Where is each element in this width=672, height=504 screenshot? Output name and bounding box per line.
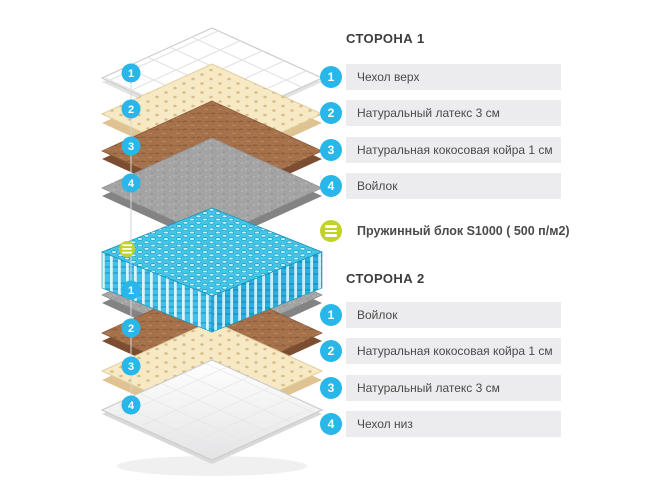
spring-coil-line xyxy=(325,229,337,233)
badge-number: 1 xyxy=(327,308,335,322)
diagram-badge-4: 4 xyxy=(121,173,141,193)
legend-row-side1-2: 2 Натуральный латекс 3 см xyxy=(320,100,561,126)
layer-number-badge: 4 xyxy=(320,413,342,435)
diagram-badge-8-num: 4 xyxy=(128,400,135,412)
diagram-badge-8: 4 xyxy=(121,395,141,415)
badge-number: 4 xyxy=(327,417,335,431)
diagram-badge-7-num: 3 xyxy=(128,361,134,373)
diagram-badge-2: 2 xyxy=(121,99,141,119)
section-title-side2: СТОРОНА 2 xyxy=(346,271,425,286)
layer-number-badge: 3 xyxy=(320,139,342,161)
badge-number: 2 xyxy=(327,344,335,358)
legend-label: Натуральная кокосовая койра 1 см xyxy=(357,143,553,157)
legend-label-bar: Чехол верх xyxy=(346,64,561,90)
legend-label-bar: Войлок xyxy=(346,173,561,199)
spring-icon xyxy=(320,220,342,242)
diagram-badge-6-num: 2 xyxy=(128,323,134,335)
legend-row-side1-3: 3 Натуральная кокосовая койра 1 см xyxy=(320,137,561,163)
diagram-badge-7: 3 xyxy=(121,356,141,376)
legend-label: Натуральная кокосовая койра 1 см xyxy=(357,344,553,358)
legend-label-bar: Чехол низ xyxy=(346,411,561,437)
diagram-badge-1: 1 xyxy=(121,63,141,83)
diagram-badge-6: 2 xyxy=(121,318,141,338)
layer-number-badge: 2 xyxy=(320,102,342,124)
legend-label-bar: Натуральный латекс 3 см xyxy=(346,375,561,401)
legend-label-bar: Натуральная кокосовая койра 1 см xyxy=(346,137,561,163)
legend-panel: СТОРОНА 1 1 Чехол верх 2 Натуральный лат… xyxy=(320,0,570,504)
legend-row-side2-1: 1 Войлок xyxy=(320,302,561,328)
legend-label: Войлок xyxy=(357,308,398,322)
legend-label: Войлок xyxy=(357,179,398,193)
legend-label: Натуральный латекс 3 см xyxy=(357,106,500,120)
diagram-badge-2-num: 2 xyxy=(128,104,134,116)
layer-number-badge: 1 xyxy=(320,66,342,88)
section-title-side1: СТОРОНА 1 xyxy=(346,31,425,46)
legend-label: Чехол низ xyxy=(357,417,413,431)
legend-label-bar: Войлок xyxy=(346,302,561,328)
mattress-layers-diagram: 1 2 3 4 1 2 3 xyxy=(100,27,324,476)
layer-number-badge: 2 xyxy=(320,340,342,362)
legend-label: Чехол верх xyxy=(357,70,420,84)
diagram-badge-5-num: 1 xyxy=(128,285,134,297)
spring-coil-line xyxy=(122,251,132,254)
legend-row-side1-4: 4 Войлок xyxy=(320,173,561,199)
spring-coil-line xyxy=(122,248,132,250)
diagram-badge-4-num: 4 xyxy=(128,178,135,190)
spring-coil-line xyxy=(325,225,337,228)
legend-label: Натуральный латекс 3 см xyxy=(357,381,500,395)
legend-row-spring: Пружинный блок S1000 ( 500 п/м2) xyxy=(320,218,570,244)
spring-coil-line xyxy=(122,244,132,247)
badge-number: 4 xyxy=(327,179,335,193)
layer-cover-bottom xyxy=(100,359,324,464)
legend-row-side2-3: 3 Натуральный латекс 3 см xyxy=(320,375,561,401)
badge-number: 3 xyxy=(327,381,335,395)
spring-coil-line xyxy=(325,234,337,237)
spring-block-label: Пружинный блок S1000 ( 500 п/м2) xyxy=(357,224,570,238)
diagram-badge-3: 3 xyxy=(121,136,141,156)
legend-row-side2-2: 2 Натуральная кокосовая койра 1 см xyxy=(320,338,561,364)
legend-label-bar: Натуральная кокосовая койра 1 см xyxy=(346,338,561,364)
diagram-badge-5: 1 xyxy=(121,280,141,300)
legend-label-bar: Натуральный латекс 3 см xyxy=(346,100,561,126)
legend-row-side1-1: 1 Чехол верх xyxy=(320,64,561,90)
layer-number-badge: 4 xyxy=(320,175,342,197)
ground-shadow xyxy=(117,456,307,476)
diagram-badge-3-num: 3 xyxy=(128,141,134,153)
layer-felt-top xyxy=(101,137,323,246)
badge-number: 2 xyxy=(327,106,335,120)
layer-spring-block xyxy=(100,207,324,333)
badge-number: 1 xyxy=(327,70,335,84)
diagram-spring-marker xyxy=(119,241,135,257)
legend-row-side2-4: 4 Чехол низ xyxy=(320,411,561,437)
badge-number: 3 xyxy=(327,143,335,157)
layer-number-badge: 1 xyxy=(320,304,342,326)
diagram-badge-1-num: 1 xyxy=(128,68,134,80)
layer-number-badge: 3 xyxy=(320,377,342,399)
